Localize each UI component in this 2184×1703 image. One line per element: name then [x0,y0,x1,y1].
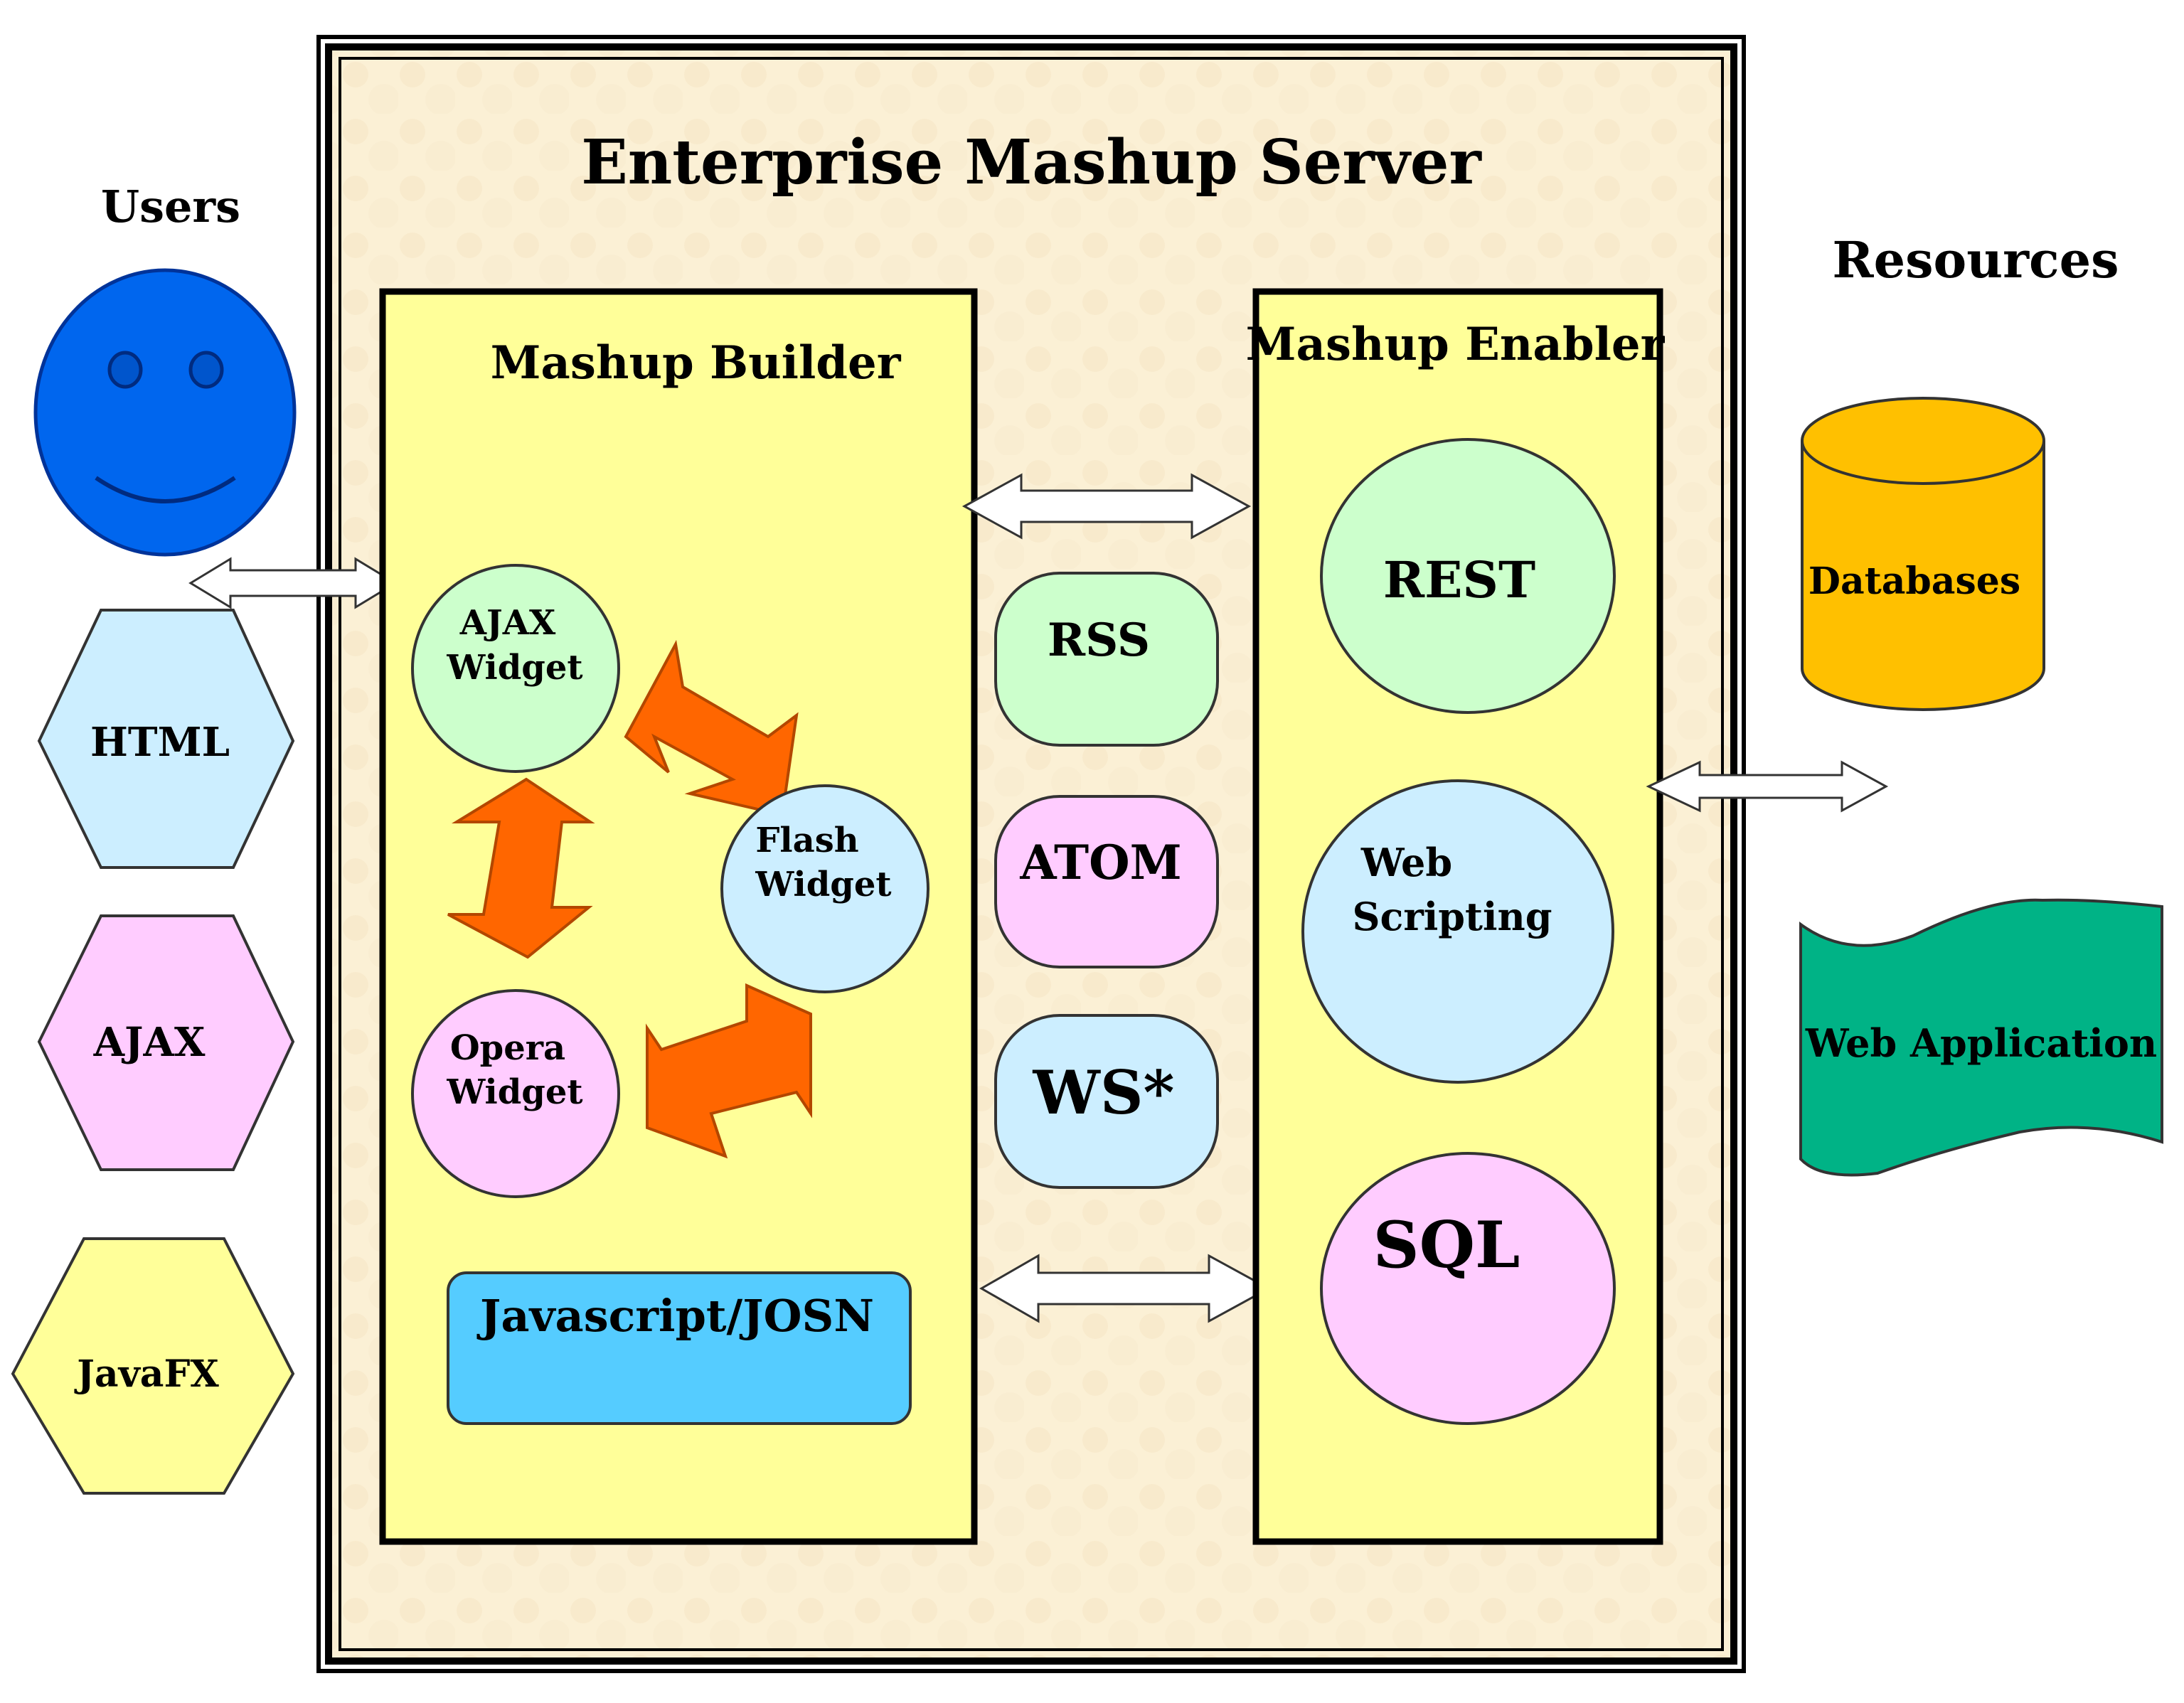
javascript-json-label: Javascript/JOSN [476,1290,874,1342]
javafx-label: JavaFX [74,1352,219,1396]
opera-widget: Opera Widget [411,989,620,1198]
rest-label: REST [1383,550,1535,609]
mashup-builder-title: Mashup Builder [491,336,902,390]
html-label: HTML [90,719,230,766]
users-label: Users [101,181,240,233]
opera-widget-line1: Opera [450,1028,565,1068]
users-builder-arrow [188,557,398,609]
ajax-label: AJAX [93,1019,206,1066]
web-scripting-line1: Web [1360,840,1452,885]
web-application-label: Web Application [1805,1020,2157,1066]
rss-protocol: RSS [994,572,1219,747]
web-application-document-icon: Web Application [1799,898,2163,1177]
database-cylinder-icon: Databases [1801,397,2045,711]
ws-protocol: WS* [994,1014,1219,1189]
flash-widget-line1: Flash [755,821,858,860]
ajax-widget: AJAX Widget [411,564,620,773]
sql-circle: SQL [1320,1152,1616,1425]
ajax-widget-line1: AJAX [459,603,556,643]
javascript-json-box: Javascript/JOSN [447,1271,912,1425]
mashup-enabler-title: Mashup Enabler [1246,318,1666,371]
sql-label: SQL [1373,1207,1520,1283]
opera-widget-line2: Widget [446,1072,582,1112]
atom-protocol: ATOM [994,795,1219,968]
flash-widget: Flash Widget [720,784,929,993]
resources-label: Resources [1832,230,2119,289]
javafx-hexagon: JavaFX [11,1237,295,1495]
server-title: Enterprise Mashup Server [581,127,1482,198]
ajax-opera-arrow [447,777,595,959]
atom-label: ATOM [1019,835,1181,890]
rest-circle: REST [1320,438,1616,714]
ajax-widget-line2: Widget [446,648,582,688]
web-scripting-line2: Scripting [1352,894,1552,939]
web-scripting-circle: Web Scripting [1301,779,1614,1084]
ws-label: WS* [1033,1057,1175,1128]
rss-label: RSS [1048,614,1150,667]
user-face-icon [33,268,297,557]
enabler-resources-arrow [1646,760,1889,813]
databases-label: Databases [1809,560,2020,603]
ajax-hexagon: AJAX [37,914,295,1171]
widget-arrows [447,639,812,1159]
flash-widget-line2: Widget [755,865,891,904]
builder-enabler-arrow-top [962,473,1252,540]
html-hexagon: HTML [37,609,295,869]
flash-opera-arrow [646,983,812,1159]
